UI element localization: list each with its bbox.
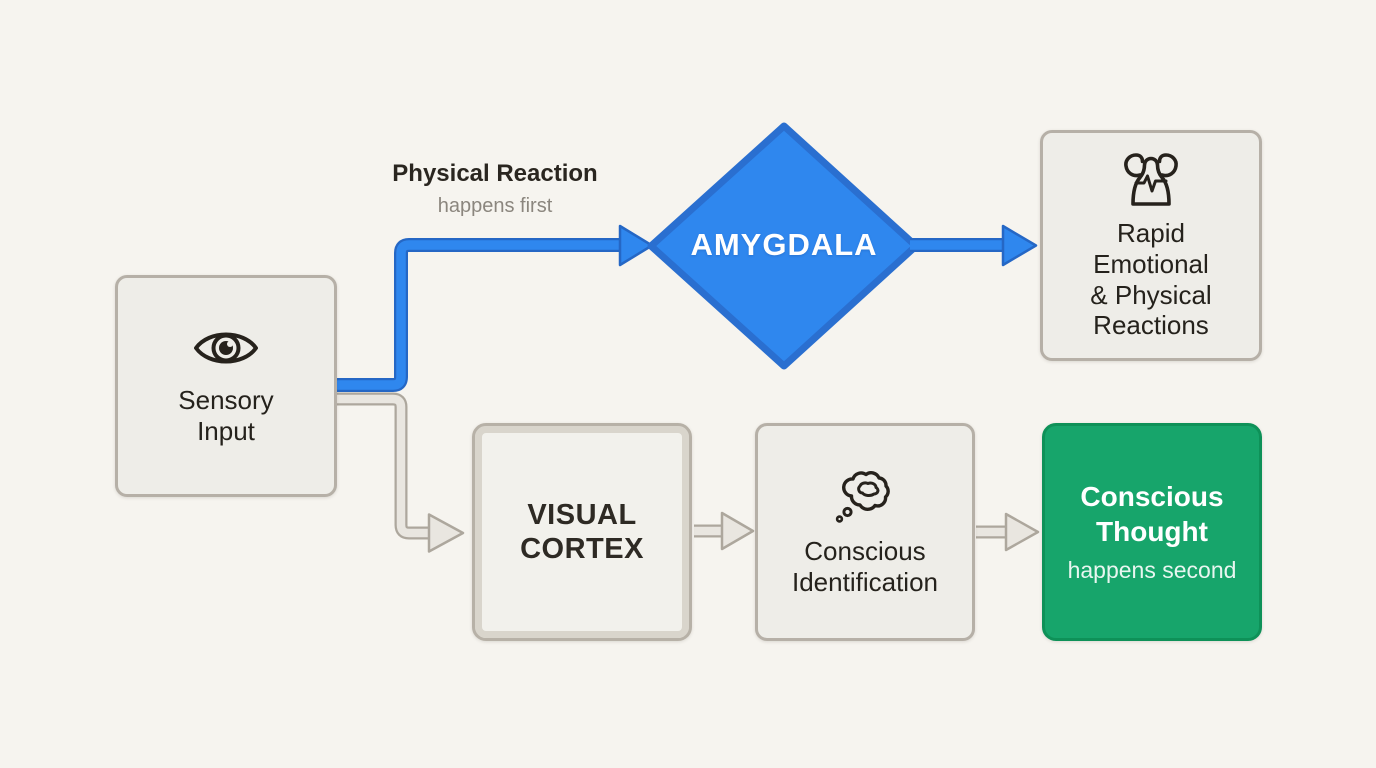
node-visual-cortex-label: VISUAL CORTEX xyxy=(520,498,644,565)
visual-cortex-to-identification-arrow xyxy=(694,511,755,551)
fast-path-annotation: Physical Reaction happens first xyxy=(370,160,620,218)
node-conscious-identification: Conscious Identification xyxy=(755,423,975,641)
eye-icon xyxy=(194,332,258,364)
node-conscious-thought: Conscious Thought happens second xyxy=(1042,423,1262,641)
node-amygdala-label: AMYGDALA xyxy=(690,227,878,262)
node-conscious-thought-title: Conscious Thought xyxy=(1080,481,1224,547)
flex-muscle-icon xyxy=(1124,153,1178,206)
identification-to-thought-arrow xyxy=(976,512,1040,552)
node-visual-cortex: VISUAL CORTEX xyxy=(472,423,692,641)
node-rapid-reactions: Rapid Emotional & Physical Reactions xyxy=(1040,130,1262,361)
node-rapid-reactions-label: Rapid Emotional & Physical Reactions xyxy=(1090,218,1212,341)
node-sensory-input: Sensory Input xyxy=(115,275,337,497)
sensory-to-visual-cortex-arrow xyxy=(337,392,465,553)
node-sensory-input-label: Sensory Input xyxy=(178,385,274,446)
sensory-to-amygdala-arrow xyxy=(337,224,654,392)
thought-bubble-icon xyxy=(835,471,890,524)
fast-path-title: Physical Reaction xyxy=(392,160,598,187)
node-conscious-identification-label: Conscious Identification xyxy=(792,536,938,597)
fast-path-subtitle: happens first xyxy=(437,195,553,217)
amygdala-to-reactions-arrow xyxy=(910,224,1038,267)
node-conscious-thought-subtitle: happens second xyxy=(1067,556,1237,583)
